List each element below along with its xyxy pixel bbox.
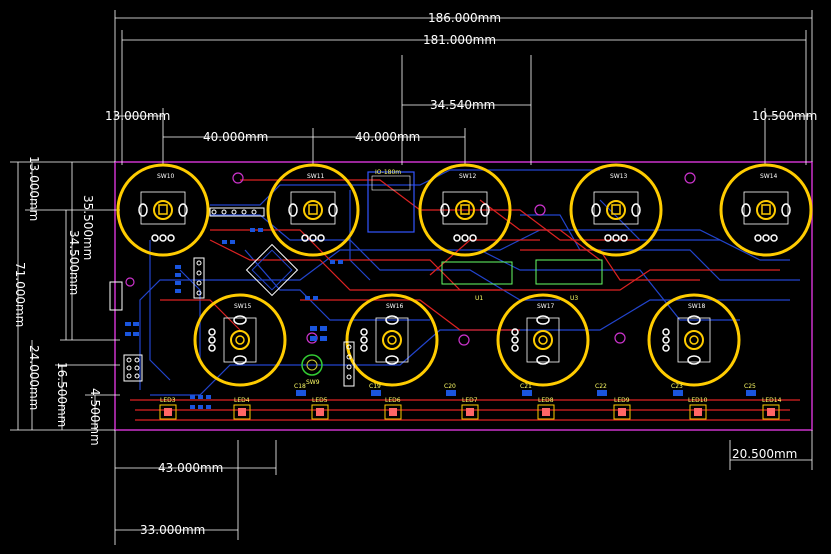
led-label: LED5	[312, 397, 328, 404]
led-label: LED4	[234, 397, 250, 404]
cap-c20[interactable]: C20	[444, 383, 456, 396]
switch-label: SW18	[688, 303, 706, 310]
dim-16-5: 16.500mm	[55, 362, 69, 427]
u1-label: U1	[475, 295, 483, 302]
dim-40-b: 40.000mm	[355, 130, 420, 144]
led-label: LED10	[688, 397, 708, 404]
cap-c23[interactable]: C23	[671, 383, 683, 396]
dim-20-5: 20.500mm	[732, 447, 797, 461]
switch-label: SW10	[157, 173, 175, 180]
dim-13-top: 13.000mm	[105, 109, 170, 123]
led-label: LED14	[762, 397, 782, 404]
dim-186: 186.000mm	[428, 11, 501, 25]
dim-10-5: 10.500mm	[752, 109, 817, 123]
pin-headers	[109, 207, 355, 387]
switch-label: SW14	[760, 173, 778, 180]
led-label: LED3	[160, 397, 176, 404]
cap-label: C18	[294, 383, 306, 390]
switch-label: SW11	[307, 173, 325, 180]
module-io180m[interactable]: IO-180m	[367, 169, 415, 233]
switch-sw11[interactable]: SW11	[266, 163, 360, 257]
switch-sw15[interactable]: SW15	[193, 293, 287, 387]
led-led10[interactable]: LED10	[688, 397, 708, 420]
smd-pads	[125, 228, 343, 409]
board-outline[interactable]	[114, 161, 813, 431]
led-led3[interactable]: LED3	[159, 397, 177, 420]
switch-label: SW16	[386, 303, 404, 310]
switch-label: SW15	[234, 303, 252, 310]
u3-label: U3	[570, 295, 578, 302]
cap-label: C21	[520, 383, 532, 390]
cap-c22[interactable]: C22	[595, 383, 607, 396]
dim-4-5: 4.500mm	[88, 388, 102, 446]
dim-43: 43.000mm	[158, 461, 223, 475]
ic-qfp[interactable]	[245, 243, 299, 297]
led-led4[interactable]: LED4	[233, 397, 251, 420]
cap-label: C19	[369, 383, 381, 390]
led-led14[interactable]: LED14	[762, 397, 782, 420]
cap-label: C25	[744, 383, 756, 390]
ic-u3[interactable]: U3	[535, 259, 603, 302]
led-led9[interactable]: LED9	[613, 397, 631, 420]
cap-c25[interactable]: C25	[744, 383, 756, 396]
switch-sw16[interactable]: SW16	[345, 293, 439, 387]
led-led8[interactable]: LED8	[537, 397, 555, 420]
dim-33: 33.000mm	[140, 523, 205, 537]
switch-sw13[interactable]: SW13	[569, 163, 663, 257]
dim-40-a: 40.000mm	[203, 130, 268, 144]
switch-sw12[interactable]: SW12	[418, 163, 512, 257]
led-label: LED6	[385, 397, 401, 404]
cap-c18[interactable]: C18	[294, 383, 306, 396]
dim-34-5: 34.500mm	[67, 230, 81, 295]
mounting-holes	[125, 172, 696, 346]
dim-71: 71.000mm	[13, 262, 27, 327]
cap-label: C22	[595, 383, 607, 390]
switch-label: SW17	[537, 303, 555, 310]
cap-c21[interactable]: C21	[520, 383, 532, 396]
led-led6[interactable]: LED6	[384, 397, 402, 420]
module-label: IO-180m	[375, 169, 401, 176]
switch-label: SW13	[610, 173, 628, 180]
sw9-label: SW9	[306, 379, 320, 386]
ic-u1[interactable]: U1	[441, 261, 513, 302]
switch-sw10[interactable]: SW10	[116, 163, 210, 257]
dim-35-5: 35.500mm	[81, 195, 95, 260]
led-label: LED9	[614, 397, 630, 404]
switch-sw18[interactable]: SW18	[647, 293, 741, 387]
dim-13-left: 13.000mm	[27, 156, 41, 221]
cap-c19[interactable]: C19	[369, 383, 381, 396]
switch-label: SW12	[459, 173, 477, 180]
led-label: LED7	[462, 397, 478, 404]
switch-sw14[interactable]: SW14	[719, 163, 813, 257]
dimension-lines	[10, 10, 813, 545]
dim-181: 181.000mm	[423, 33, 496, 47]
dim-34-54: 34.540mm	[430, 98, 495, 112]
led-led7[interactable]: LED7	[461, 397, 479, 420]
led-led5[interactable]: LED5	[311, 397, 329, 420]
led-label: LED8	[538, 397, 554, 404]
switch-sw17[interactable]: SW17	[496, 293, 590, 387]
cap-label: C20	[444, 383, 456, 390]
cap-label: C23	[671, 383, 683, 390]
switch-sw9[interactable]: SW9	[301, 354, 323, 386]
dim-24: 24.000mm	[27, 345, 41, 410]
